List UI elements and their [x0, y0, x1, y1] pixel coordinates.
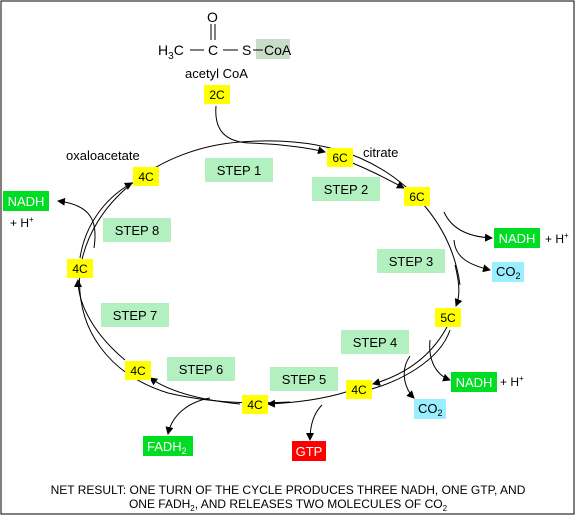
- co2-bottom: CO2: [414, 399, 446, 419]
- svg-text:6C: 6C: [332, 151, 348, 165]
- arrow-to-5c: [454, 264, 463, 307]
- svg-text:STEP 4: STEP 4: [353, 335, 398, 350]
- svg-text:STEP 3: STEP 3: [389, 254, 434, 269]
- arrow-acetyl-entry: [215, 105, 326, 155]
- step-2: STEP 2: [312, 177, 380, 201]
- svg-text:CO2: CO2: [418, 401, 443, 418]
- carbon-box-isocitrate: 6C: [404, 187, 430, 206]
- arrow-nadh-left: [57, 197, 96, 249]
- svg-text:4C: 4C: [130, 364, 146, 378]
- citrate-label: citrate: [363, 145, 398, 160]
- carbon-box-fumarate: 4C: [125, 361, 151, 380]
- carbon-box-succinate: 4C: [242, 395, 268, 414]
- svg-text:4C: 4C: [72, 262, 88, 276]
- hplus-left: + H+: [10, 215, 34, 230]
- step-4: STEP 4: [341, 330, 409, 354]
- svg-text:STEP 6: STEP 6: [179, 362, 224, 377]
- net-result-line-2: ONE FADH2, AND RELEASES TWO MOLECULES OF…: [129, 497, 448, 513]
- sulfur-atom: S: [242, 42, 251, 58]
- oxygen-atom: O: [207, 9, 218, 25]
- step-7: STEP 7: [101, 303, 169, 327]
- h3c-group: H3C: [158, 42, 184, 62]
- nadh-left: NADH: [3, 191, 49, 211]
- carbonyl-carbon: C: [208, 42, 218, 58]
- oxaloacetate-label: oxaloacetate: [66, 148, 140, 163]
- svg-text:4C: 4C: [351, 383, 367, 397]
- arrow-malate-oxaloacetate: [79, 182, 133, 259]
- svg-text:4C: 4C: [138, 170, 154, 184]
- hplus-bottom: + H+: [500, 374, 524, 389]
- acetyl-coa-structure: H3C C O S CoA acetyl CoA: [158, 9, 292, 81]
- svg-text:STEP 2: STEP 2: [324, 182, 369, 197]
- svg-text:STEP 7: STEP 7: [113, 308, 158, 323]
- arrow-gtp: [306, 404, 323, 441]
- hplus-right: + H+: [545, 231, 569, 246]
- step-3: STEP 3: [377, 249, 445, 273]
- cycle-arc-bottom-right: [359, 329, 451, 393]
- arrow-co2-bottom: [403, 355, 415, 399]
- arrow-nadh-bottom: [429, 339, 451, 382]
- arrow-fadh2: [165, 397, 211, 435]
- arrow-fumarate-malate: [74, 279, 126, 361]
- acetyl-coa-label: acetyl CoA: [185, 66, 248, 81]
- coa-highlight: [256, 39, 290, 59]
- nadh-bottom: NADH: [451, 372, 497, 392]
- gtp-box: GTP: [292, 441, 326, 461]
- carbon-box-oxaloacetate: 4C: [133, 167, 159, 186]
- svg-text:6C: 6C: [409, 190, 425, 204]
- fadh2-box: FADH2: [143, 436, 193, 456]
- svg-text:GTP: GTP: [296, 444, 323, 459]
- nadh-right: NADH: [494, 228, 540, 248]
- svg-text:CO2: CO2: [496, 264, 521, 281]
- carbon-box-alpha-ketoglutarate: 5C: [435, 308, 461, 327]
- svg-text:NADH: NADH: [499, 231, 536, 246]
- arrow-co2-right: [453, 239, 491, 273]
- svg-text:STEP 1: STEP 1: [217, 163, 262, 178]
- arrow-succinate-fumarate: [149, 377, 241, 405]
- svg-text:STEP 8: STEP 8: [115, 223, 160, 238]
- step-6: STEP 6: [167, 357, 235, 381]
- carbon-box-malate: 4C: [67, 259, 93, 278]
- svg-text:2C: 2C: [209, 88, 225, 102]
- carbon-box-succinyl-coa: 4C: [346, 380, 372, 399]
- svg-text:NADH: NADH: [8, 194, 45, 209]
- svg-text:4C: 4C: [247, 398, 263, 412]
- arrow-succinyl-succinate: [267, 391, 347, 408]
- co2-right: CO2: [492, 262, 524, 282]
- step-5: STEP 5: [270, 367, 338, 391]
- svg-text:FADH2: FADH2: [147, 439, 187, 456]
- arrow-citrate-isocitrate: [349, 161, 405, 189]
- carbon-box-citrate: 6C: [327, 148, 353, 167]
- cycle-arc-top-right: [239, 140, 461, 286]
- step-8: STEP 8: [103, 218, 171, 242]
- step-1: STEP 1: [205, 158, 273, 182]
- arrow-nadh-right: [443, 211, 493, 242]
- svg-text:NADH: NADH: [456, 375, 493, 390]
- svg-text:5C: 5C: [440, 311, 456, 325]
- svg-text:STEP 5: STEP 5: [282, 372, 327, 387]
- carbon-box-acetyl: 2C: [204, 85, 230, 104]
- arrow-5c-4c: [372, 324, 449, 386]
- coa-label: CoA: [264, 42, 292, 58]
- net-result-line-1: NET RESULT: ONE TURN OF THE CYCLE PRODUC…: [51, 483, 526, 497]
